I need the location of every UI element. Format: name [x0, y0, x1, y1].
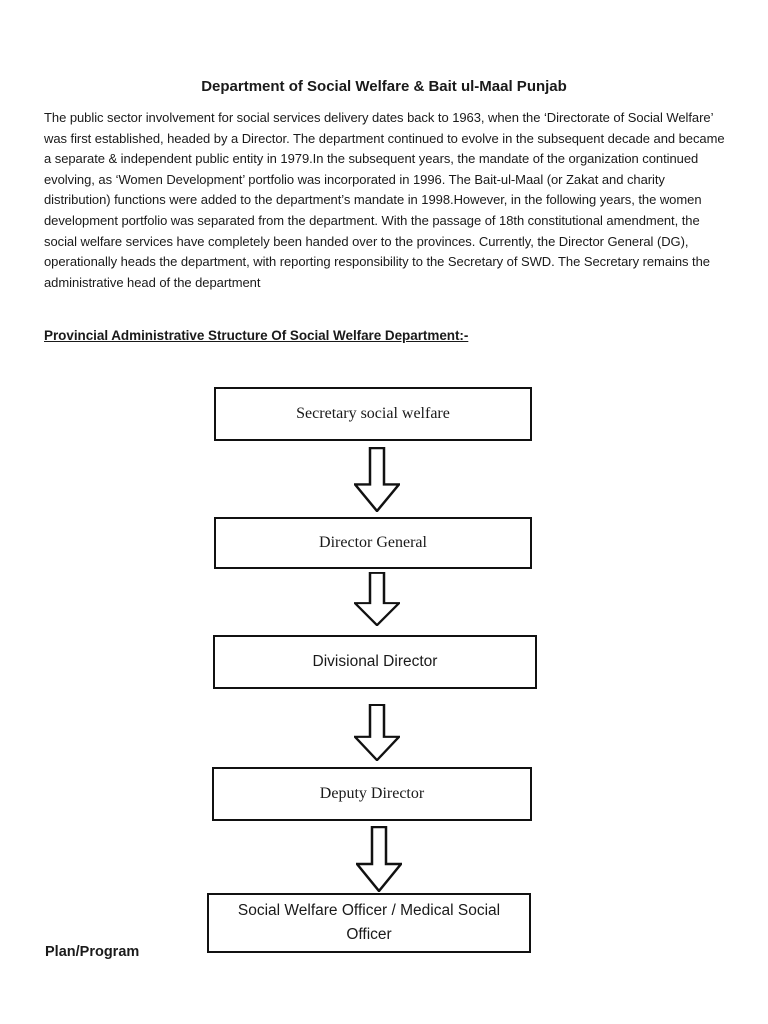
plan-program-label: Plan/Program: [45, 944, 140, 960]
down-arrow-icon: [354, 704, 400, 761]
intro-paragraph: The public sector involvement for social…: [44, 110, 725, 290]
flowchart-node-divisional-director: Divisional Director: [213, 635, 537, 689]
flowchart-node-label: Secretary social welfare: [296, 405, 450, 422]
down-arrow-icon: [356, 826, 402, 892]
section-heading: Provincial Administrative Structure Of S…: [44, 328, 469, 343]
flowchart-node-label: Social Welfare Officer / Medical Social …: [237, 901, 501, 943]
flowchart-node-secretary-social-welfare: Secretary social welfare: [214, 387, 532, 441]
document-title: Department of Social Welfare & Bait ul-M…: [201, 78, 567, 95]
flowchart-node-label: Director General: [319, 534, 427, 551]
flowchart-node-deputy-director: Deputy Director: [212, 767, 532, 821]
flowchart-node-label: Divisional Director: [312, 653, 438, 670]
down-arrow-icon: [354, 447, 400, 512]
flowchart-node-social-welfare-officer: Social Welfare Officer / Medical Social …: [207, 893, 531, 953]
flowchart-node-director-general: Director General: [214, 517, 532, 569]
flowchart-node-label: Deputy Director: [319, 785, 425, 802]
down-arrow-icon: [354, 572, 400, 626]
